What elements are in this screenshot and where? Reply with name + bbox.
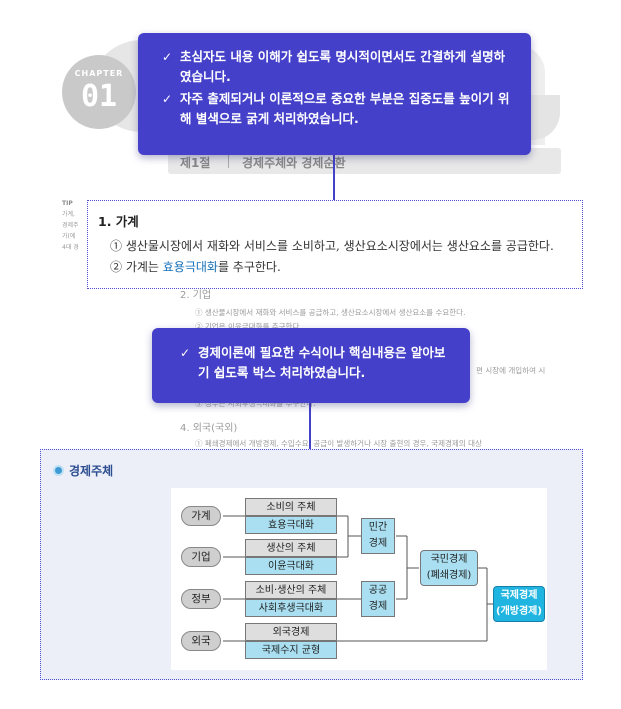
text-box-line-suffix: 를 추구한다. xyxy=(217,260,281,274)
tip-sidebar: TIP 가계, 경제주 가(에 4대 경 xyxy=(62,198,90,268)
national-economy-label: 국민경제 xyxy=(430,554,468,565)
private-economy-label: 민간 xyxy=(368,522,388,533)
callout-item: ✓ 경제이론에 필요한 수식이나 핵심내용은 알아보기 쉽도록 박스 처리하였습… xyxy=(180,343,456,383)
callout-item-text: 자주 출제되거나 이론적으로 중요한 부분은 집중도를 높이기 위해 별색으로 … xyxy=(180,91,510,126)
goal-cell: 효용극대화 xyxy=(245,516,337,534)
public-economy-box: 공공 경제 xyxy=(361,581,395,617)
section-title: 경제주체와 경제순환 xyxy=(242,156,346,170)
text-box-line-prefix: ② 가계는 xyxy=(110,260,163,274)
section-separator xyxy=(228,154,229,168)
section-number: 제1절 xyxy=(180,156,211,170)
international-economy-box: 국제경제 (개방경제) xyxy=(493,586,545,622)
role-cell: 소비·생산의 주체 xyxy=(245,581,337,599)
national-economy-box: 국민경제 (폐쇄경제) xyxy=(420,550,478,586)
agent-households: 가계 xyxy=(181,506,221,526)
private-economy-label: 경제 xyxy=(368,538,388,549)
callout-item-text: 경제이론에 필요한 수식이나 핵심내용은 알아보기 쉽도록 박스 처리하였습니다… xyxy=(198,345,446,380)
highlighted-text-box: 1. 가계 ① 생산물시장에서 재화와 서비스를 소비하고, 생산요소시장에서는… xyxy=(87,200,583,289)
firm-heading: 2. 기업 xyxy=(180,290,212,301)
goal-cell: 국제수지 균형 xyxy=(245,641,337,659)
callout-middle: ✓ 경제이론에 필요한 수식이나 핵심내용은 알아보기 쉽도록 박스 처리하였습… xyxy=(152,328,470,403)
role-cell: 외국경제 xyxy=(245,623,337,641)
public-economy-label: 공공 xyxy=(368,585,388,596)
national-economy-label: (폐쇄경제) xyxy=(426,570,472,581)
goal-cell: 사회후생극대화 xyxy=(245,599,337,617)
chapter-number: 01 xyxy=(80,79,118,114)
tip-line: 4대 경 xyxy=(62,244,79,251)
government-line-fragment: 편 시장에 개입하여 시 xyxy=(476,366,546,375)
callout-item: ✓ 초심자도 내용 이해가 쉽도록 명시적이면서도 간결하게 설명하였습니다. xyxy=(162,47,513,87)
public-economy-label: 경제 xyxy=(368,601,388,612)
bullet-icon xyxy=(53,465,64,476)
callout-top: ✓ 초심자도 내용 이해가 쉽도록 명시적이면서도 간결하게 설명하였습니다. … xyxy=(138,33,531,155)
role-cell: 생산의 주체 xyxy=(245,539,337,557)
callout-item: ✓ 자주 출제되거나 이론적으로 중요한 부분은 집중도를 높이기 위해 별색으… xyxy=(162,89,513,129)
check-icon: ✓ xyxy=(180,346,191,360)
foreign-line: ① 폐쇄경제에서 개방경제, 수입수요, 공급이 발생하거나 시장 출현의 경우… xyxy=(195,439,482,448)
diagram-box: 경제주체 xyxy=(40,449,583,680)
text-box-line: ① 생산물시장에서 재화와 서비스를 소비하고, 생산요소시장에서는 생산요소를… xyxy=(110,239,554,253)
callout-connector xyxy=(333,155,335,201)
tip-line: 가계, xyxy=(62,211,75,218)
foreign-heading: 4. 외국(국외) xyxy=(180,423,238,434)
chapter-badge: CHAPTER 01 xyxy=(62,55,136,129)
agent-firms: 기업 xyxy=(181,547,221,567)
text-box-title: 1. 가계 xyxy=(98,214,139,229)
callout-item-text: 초심자도 내용 이해가 쉽도록 명시적이면서도 간결하게 설명하였습니다. xyxy=(180,49,506,84)
international-economy-label: 국제경제 xyxy=(500,590,538,601)
goal-cell: 이윤극대화 xyxy=(245,557,337,575)
callout-connector xyxy=(309,403,311,450)
tip-title: TIP xyxy=(62,200,73,207)
diagram-title: 경제주체 xyxy=(69,464,114,478)
diagram-heading: 경제주체 xyxy=(53,462,113,479)
international-economy-label: (개방경제) xyxy=(496,606,542,617)
economic-agents-diagram: 가계 기업 정부 외국 소비의 주체 효용극대화 생산의 주체 이윤극대화 소비… xyxy=(171,488,547,670)
check-icon: ✓ xyxy=(162,92,173,106)
tip-line: 가(에 xyxy=(62,233,76,240)
highlighted-term: 효용극대화 xyxy=(162,260,218,274)
firm-line: ② 기업은 이윤극대화를 추구한다. xyxy=(195,322,302,331)
private-economy-box: 민간 경제 xyxy=(361,518,395,554)
check-icon: ✓ xyxy=(162,50,173,64)
agent-government: 정부 xyxy=(181,589,221,609)
text-box-line: ② 가계는 효용극대화를 추구한다. xyxy=(98,257,574,278)
tip-line: 경제주 xyxy=(62,222,79,229)
role-cell: 소비의 주체 xyxy=(245,498,337,516)
government-line: ③ 정부는 사회후생극대화를 추구한다. xyxy=(195,399,316,408)
chapter-label: CHAPTER xyxy=(74,69,124,78)
agent-foreign: 외국 xyxy=(181,631,221,651)
diagram-connector-lines xyxy=(223,515,493,642)
firm-line: ① 생산물시장에서 재화와 서비스를 공급하고, 생산요소시장에서 생산요소를 … xyxy=(195,308,466,317)
